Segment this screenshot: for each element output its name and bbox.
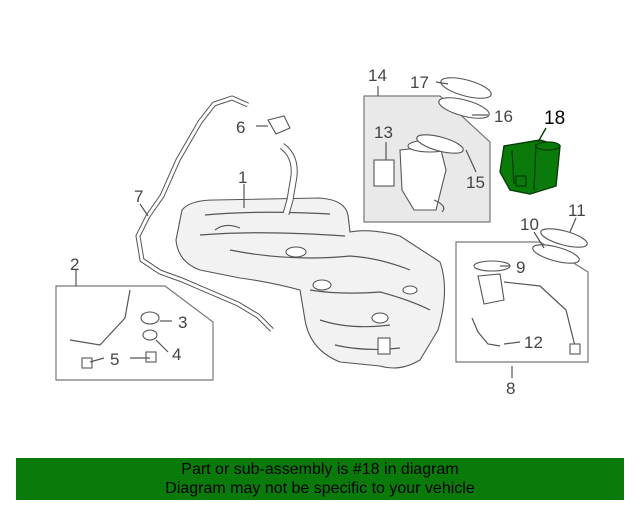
- banner-line-1: Part or sub-assembly is #18 in diagram: [181, 461, 459, 478]
- callout-6: 6: [236, 118, 245, 137]
- callout-16: 16: [494, 107, 513, 126]
- parts-diagram: 1 2 3 4 5 6 7 8 9 10 11 12 13 14 15 16 1…: [55, 66, 589, 398]
- callout-5: 5: [110, 350, 119, 369]
- callout-10: 10: [520, 215, 539, 234]
- callout-18: 18: [544, 108, 565, 129]
- lock-ring-10: [532, 244, 580, 264]
- callout-9: 9: [516, 258, 525, 277]
- callout-8: 8: [506, 379, 515, 398]
- callout-15: 15: [466, 173, 485, 192]
- seal-ring-11: [540, 228, 588, 248]
- callout-3: 3: [178, 313, 187, 332]
- banner-line-2: Diagram may not be specific to your vehi…: [165, 480, 475, 497]
- callout-2: 2: [70, 255, 79, 274]
- seal-ring-17: [440, 77, 492, 99]
- callout-4: 4: [172, 345, 181, 364]
- callout-12: 12: [524, 333, 543, 352]
- group-box-2: [55, 285, 214, 381]
- info-banner: Part or sub-assembly is #18 in diagram D…: [16, 458, 624, 500]
- lock-ring-16: [438, 97, 490, 119]
- callout-13: 13: [374, 123, 393, 142]
- callout-17: 17: [410, 73, 429, 92]
- highlighted-part-18: [499, 139, 561, 195]
- callout-14: 14: [368, 66, 387, 85]
- callout-1: 1: [238, 168, 247, 187]
- group-box-8: [455, 241, 589, 363]
- fuel-tank: [175, 197, 446, 369]
- callout-11: 11: [568, 201, 586, 220]
- callout-7: 7: [134, 187, 143, 206]
